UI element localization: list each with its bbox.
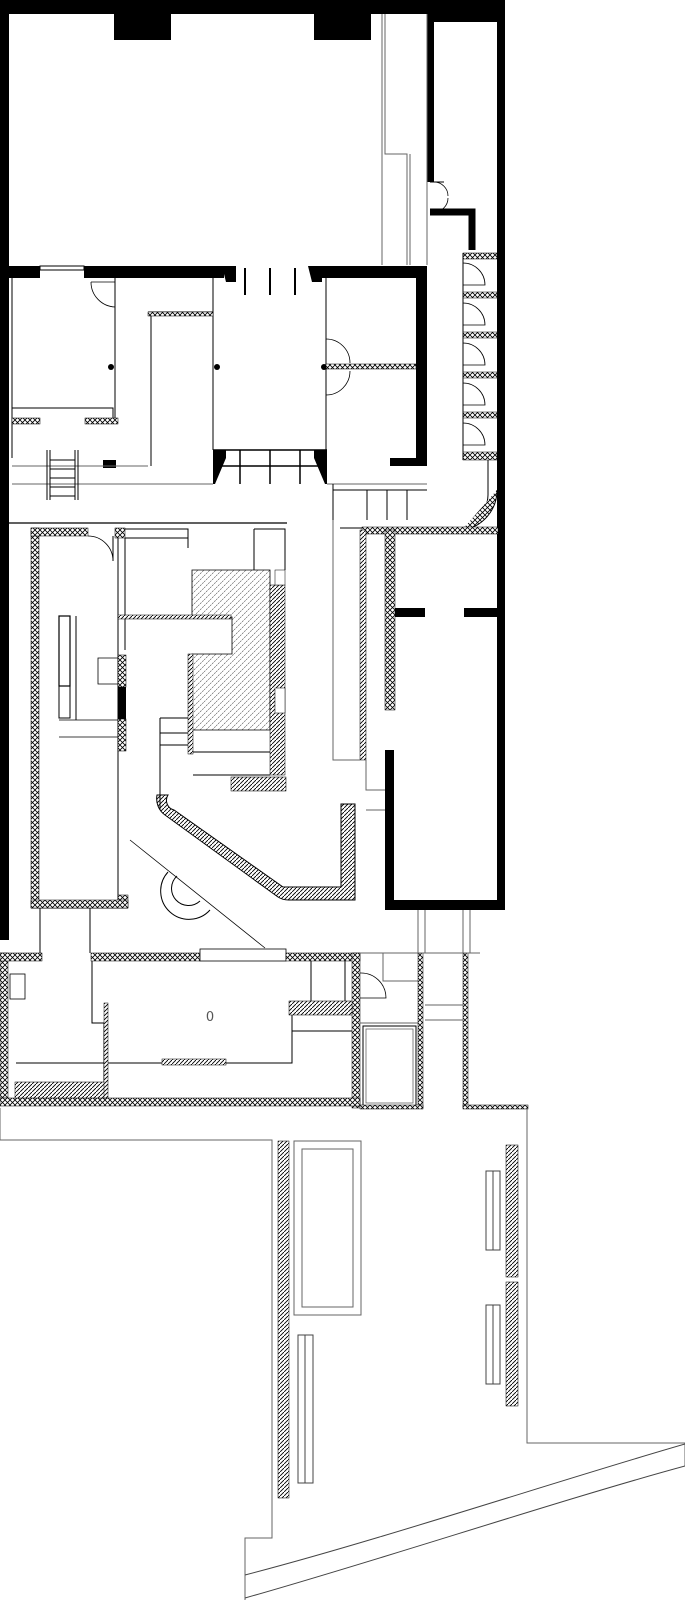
terrace	[0, 1108, 685, 1600]
lower-rooms: 0	[0, 908, 529, 1110]
middle-rooms	[0, 265, 427, 520]
top-hall	[0, 0, 505, 940]
storage-room	[332, 520, 505, 910]
ladder-stair	[46, 450, 79, 500]
central-bar	[9, 522, 356, 949]
room-label: 0	[206, 1010, 214, 1025]
